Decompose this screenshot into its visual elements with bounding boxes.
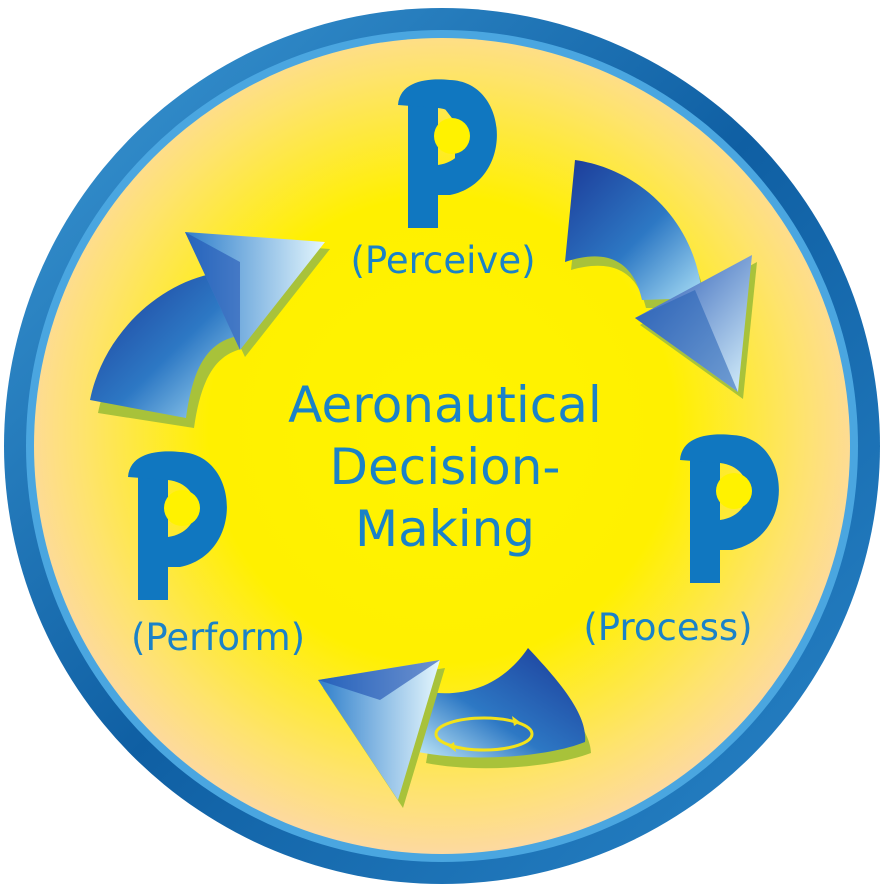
curved-arrow-icon-perform-to-perceive [90, 232, 330, 428]
rotation-ellipse-icon [434, 716, 534, 752]
process-p-icon [680, 434, 779, 583]
perform-caption: (Perform) [131, 616, 305, 659]
perform-p-icon [128, 451, 227, 600]
curved-arrow-icon-perceive-to-process [565, 160, 757, 399]
process-caption: (Process) [583, 606, 752, 649]
center-title-line-1: Aeronautical [288, 376, 602, 434]
center-title-line-2: Decision- [330, 438, 561, 496]
perceive-caption: (Perceive) [350, 239, 535, 282]
perceive-p-icon [398, 79, 497, 228]
center-title-line-3: Making [355, 500, 535, 558]
curved-arrow-icon-process-to-perform [318, 648, 591, 808]
